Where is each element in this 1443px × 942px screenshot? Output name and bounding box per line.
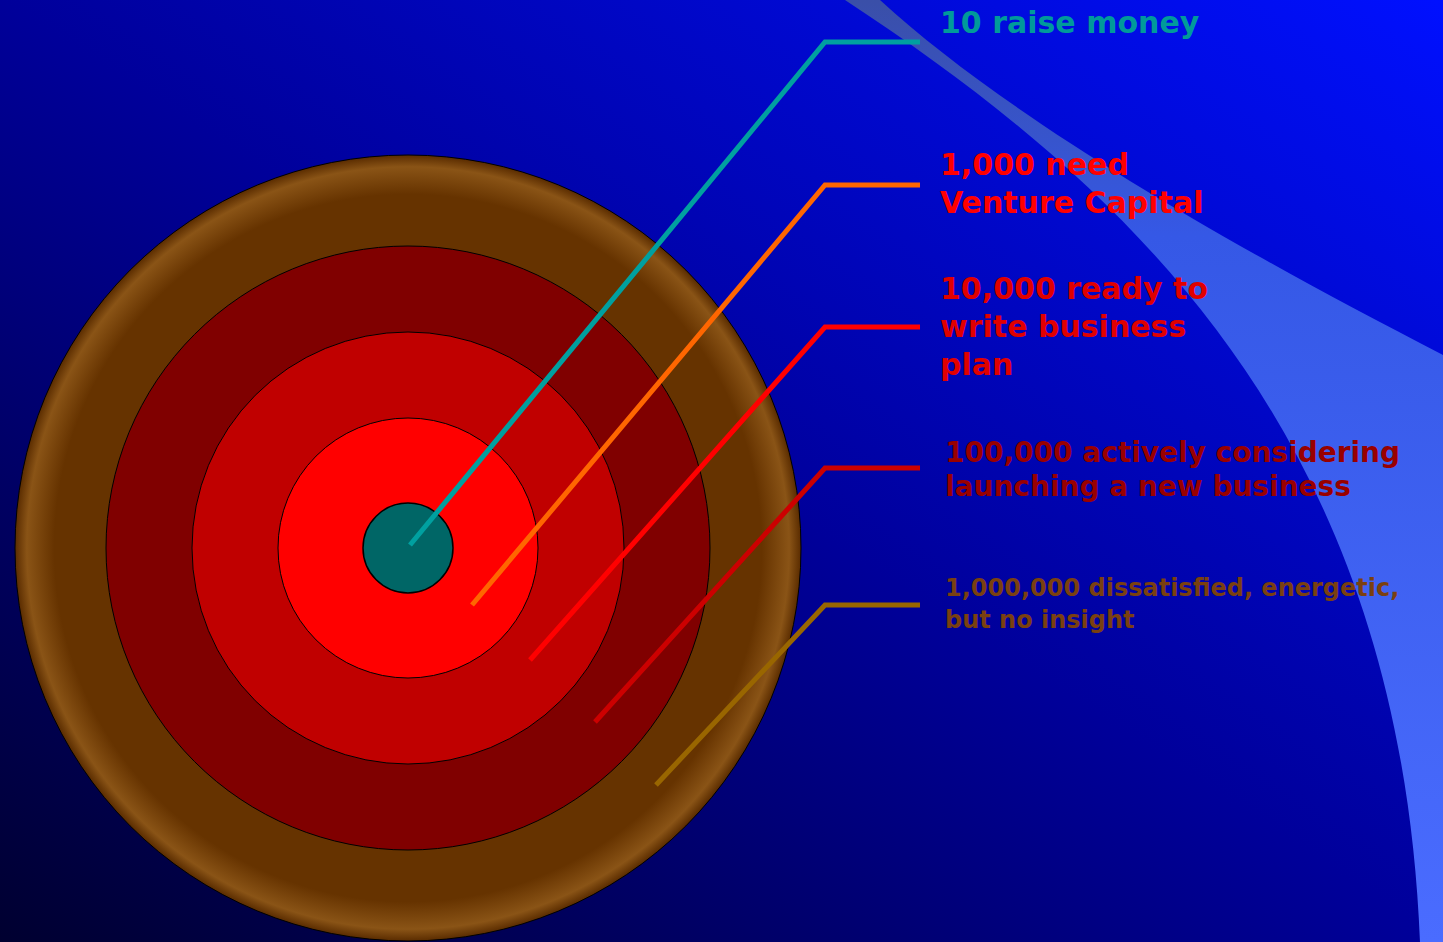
outer-ring [15, 155, 801, 941]
callout-label: 10 raise money [940, 4, 1240, 42]
callout-label: 1,000,000 dissatisfied, energetic, but n… [945, 572, 1438, 636]
leader-line [472, 185, 920, 605]
callout-label: 1,000 need Venture Capital [940, 146, 1240, 222]
callout-label: 100,000 actively considering launching a… [945, 436, 1437, 504]
ring-2 [106, 246, 710, 850]
leader-line [595, 468, 920, 722]
leader-line [530, 327, 920, 660]
swoosh [845, 0, 1443, 942]
ring-4 [278, 418, 538, 678]
leader-line [656, 605, 920, 785]
callout-label: 10,000 ready to write business plan [940, 270, 1230, 384]
bullseye [363, 503, 453, 593]
ring-3 [192, 332, 624, 764]
